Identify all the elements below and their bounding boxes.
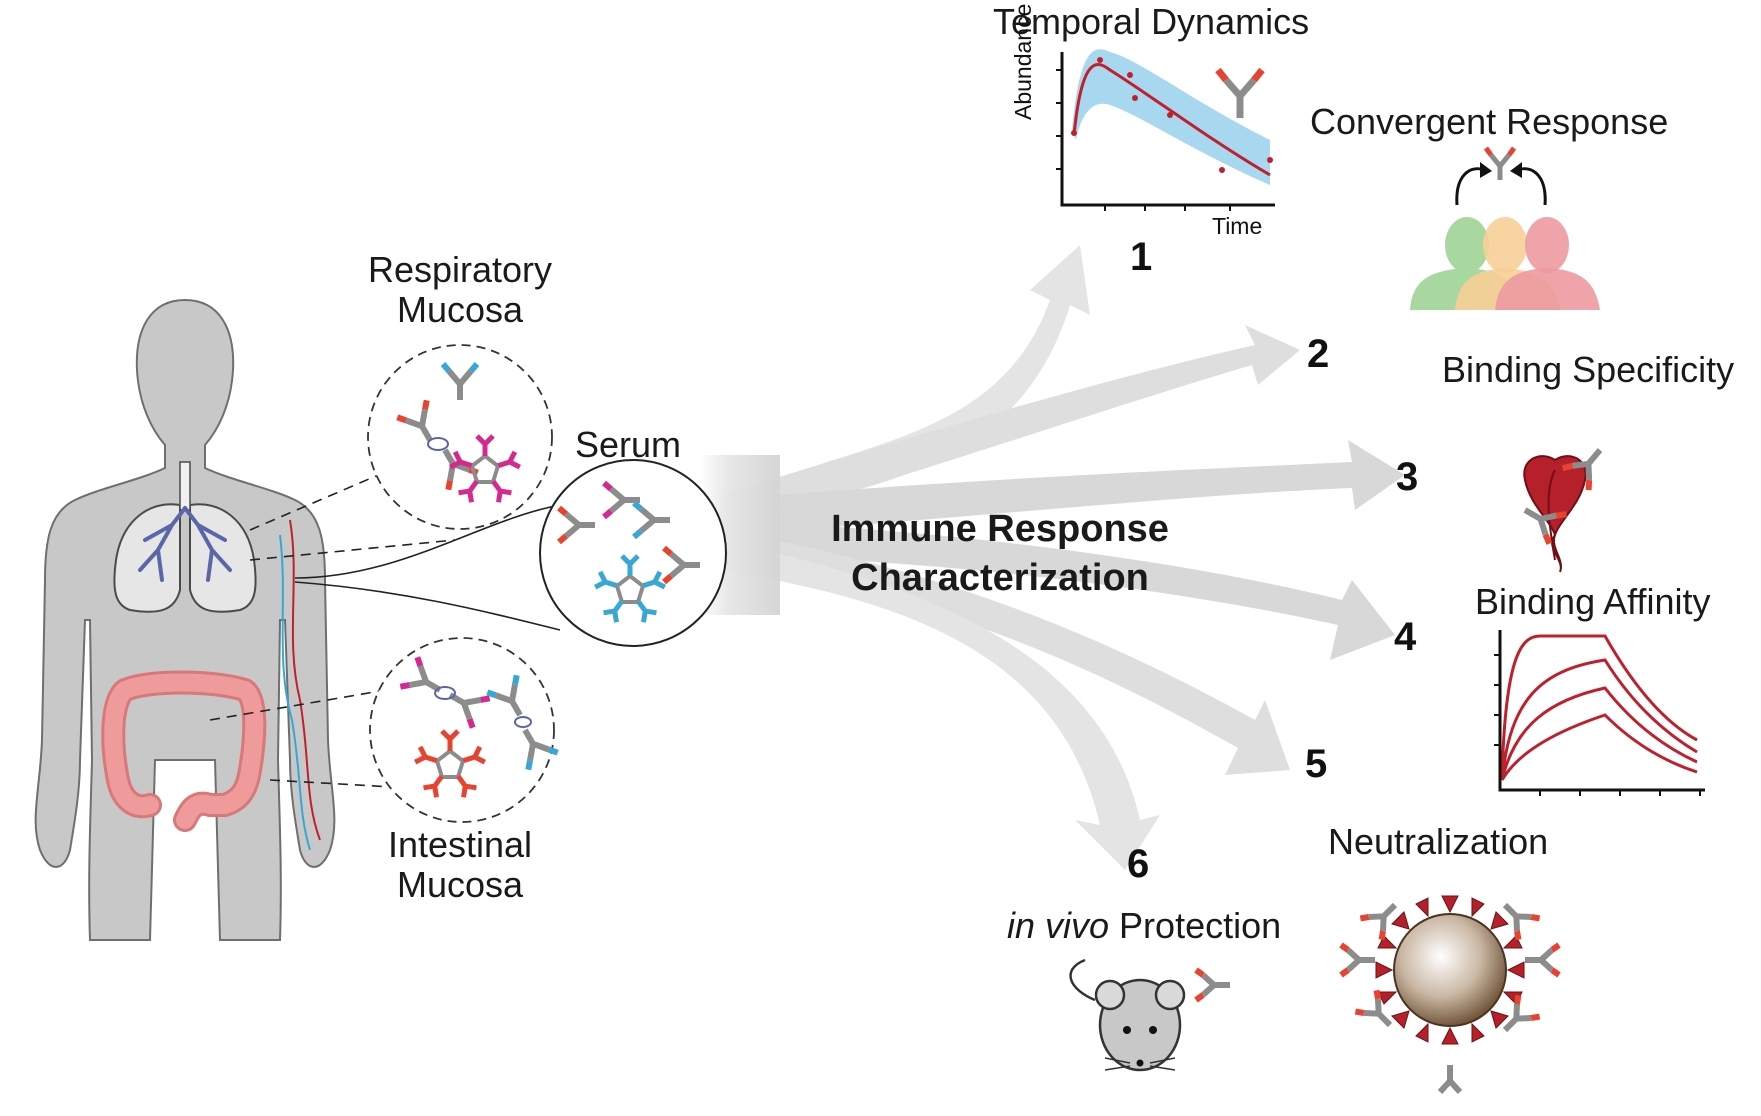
step-number-6: 6 — [1127, 842, 1150, 886]
step-number-1: 1 — [1130, 235, 1153, 279]
protection-text: Protection — [1109, 905, 1282, 946]
binding-affinity-label: Binding Affinity — [1475, 581, 1711, 622]
respiratory-label-line1: Respiratory — [367, 249, 553, 290]
respiratory-mucosa-circle — [367, 344, 553, 530]
temporal-dynamics-label: Temporal Dynamics — [993, 1, 1310, 42]
respiratory-label-line2: Mucosa — [396, 289, 524, 331]
convergent-response-label: Convergent Response — [1310, 101, 1669, 142]
arrow-2 — [720, 325, 1300, 530]
mouse-figure — [1069, 958, 1230, 1072]
respiratory-mucosa-label: Respiratory Mucosa — [340, 249, 580, 331]
convergent-response-figure — [1410, 146, 1600, 310]
serum-label: Serum — [575, 424, 682, 465]
person-red — [1495, 217, 1600, 310]
in-vivo-protection-label: in vivo Protection — [1007, 905, 1282, 946]
intestinal-label-line2: Mucosa — [396, 864, 524, 906]
time-axis-label: Time — [1212, 213, 1263, 239]
human-body — [34, 298, 336, 941]
intestinal-label-line1: Intestinal — [387, 824, 533, 865]
neutralization-figure — [1339, 895, 1561, 1095]
binding-affinity-plot — [1494, 630, 1705, 796]
step-number-2: 2 — [1307, 332, 1330, 376]
binding-specificity-label: Binding Specificity — [1442, 349, 1735, 390]
hub-label-line1: Immune Response — [831, 508, 1169, 550]
intestinal-mucosa-circle — [369, 637, 559, 823]
arrow-3 — [720, 440, 1405, 535]
in-vivo-italic: in vivo — [1007, 905, 1110, 946]
neutralization-label: Neutralization — [1328, 821, 1549, 862]
intestinal-mucosa-label: Intestinal Mucosa — [340, 824, 580, 906]
binding-specificity-figure — [1523, 448, 1603, 573]
hub-label: Immune Response Characterization — [770, 505, 1230, 604]
serum-circle — [539, 459, 727, 647]
temporal-dynamics-plot — [1056, 49, 1275, 211]
arrow-4 — [720, 520, 1395, 660]
step-number-4: 4 — [1394, 615, 1417, 659]
abundance-axis-label: Abundance — [1010, 3, 1036, 120]
bronchi — [138, 506, 232, 582]
hub-label-line2: Characterization — [851, 557, 1149, 600]
step-number-5: 5 — [1305, 742, 1328, 786]
step-number-3: 3 — [1396, 455, 1419, 499]
